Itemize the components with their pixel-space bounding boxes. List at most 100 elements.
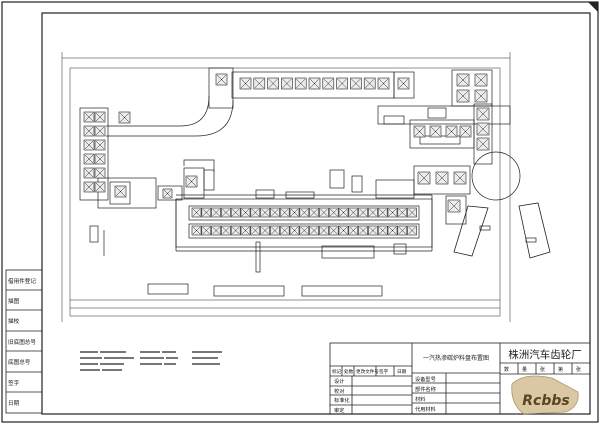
- tray-cell-mark: [251, 208, 259, 217]
- sheet-label-4: 张: [576, 366, 581, 373]
- tray-cell-mark: [84, 126, 94, 136]
- tray-cell-mark: [202, 226, 210, 235]
- tray-cell-mark: [337, 78, 347, 89]
- tray-cell-mark: [351, 78, 361, 89]
- tray-cell-mark: [202, 208, 210, 217]
- tray-cell-mark: [119, 112, 130, 123]
- tray-cell-mark: [436, 172, 448, 184]
- tray-cell-mark: [339, 226, 348, 235]
- tray-cell-mark: [339, 208, 348, 217]
- material-row-1: 部件名称: [415, 385, 436, 393]
- tray-cell-mark: [232, 208, 240, 217]
- tray-cell-mark: [261, 208, 269, 217]
- tray-cell-mark: [320, 208, 328, 217]
- tray-cell-mark: [115, 186, 126, 197]
- side-cell-1: 描图: [8, 297, 20, 305]
- tray-cell-mark: [290, 226, 299, 235]
- tray-cell-mark: [212, 226, 220, 235]
- tray-cell-mark: [477, 108, 489, 120]
- rev-header-4: 日期: [397, 369, 407, 375]
- side-cell-0: 借用件登记: [8, 277, 36, 285]
- tray-cell-mark: [359, 208, 367, 217]
- tray-cell-mark: [310, 226, 318, 235]
- tray-cell-mark: [418, 172, 430, 184]
- tray-cell-mark: [388, 226, 397, 235]
- tray-cell-mark: [84, 182, 94, 192]
- material-row-3: 代用材料: [415, 405, 436, 413]
- tray-cell-mark: [379, 208, 387, 217]
- watermark-text: Rcbbs: [522, 393, 569, 409]
- tray-cell-mark: [282, 78, 292, 89]
- tray-cell-mark: [261, 226, 269, 235]
- rev-header-0: 标记: [332, 368, 342, 375]
- tray-cell-mark: [369, 226, 377, 235]
- tray-cell-mark: [330, 226, 338, 235]
- tray-cell-mark: [271, 226, 279, 235]
- tray-cell-mark: [414, 126, 425, 137]
- tray-cells: [83, 73, 490, 236]
- tray-cell-mark: [448, 200, 460, 212]
- tray-cell-mark: [222, 208, 230, 217]
- tray-cell-mark: [296, 78, 306, 89]
- tray-cell-mark: [460, 126, 471, 137]
- tray-cell-mark: [222, 226, 230, 235]
- signoff-0: 设计: [334, 377, 344, 385]
- tray-cell-mark: [330, 208, 338, 217]
- tray-cell-mark: [310, 208, 318, 217]
- tray-cell-mark: [186, 176, 197, 187]
- tray-cell-mark: [349, 208, 357, 217]
- tray-cell-mark: [388, 208, 397, 217]
- material-row-0: 设备型号: [415, 375, 436, 383]
- inner-frame: [41, 12, 591, 415]
- tray-cell-mark: [95, 168, 105, 178]
- tray-cell-mark: [477, 123, 489, 135]
- company-name: 株洲汽车齿轮厂: [508, 348, 582, 361]
- tray-cell-mark: [300, 208, 308, 217]
- material-row-2: 材料: [415, 395, 425, 403]
- tray-cell-mark: [95, 154, 105, 164]
- rev-header-2: 更改文件号: [356, 368, 379, 375]
- tray-cell-mark: [309, 78, 320, 89]
- tray-cell-mark: [475, 90, 487, 102]
- tray-cell-mark: [163, 189, 172, 198]
- signoff-3: 审定: [334, 406, 344, 414]
- tray-cell-mark: [95, 140, 105, 150]
- tray-cell-mark: [369, 208, 377, 217]
- tray-cell-mark: [359, 226, 367, 235]
- tray-cell-mark: [232, 226, 240, 235]
- tray-cell-mark: [457, 90, 469, 102]
- layout-plan: [61, 52, 551, 322]
- tray-cell-mark: [457, 74, 469, 86]
- tray-cell-mark: [254, 78, 264, 89]
- tray-cell-mark: [84, 140, 94, 150]
- tray-cell-mark: [290, 208, 299, 217]
- tray-cell-mark: [241, 226, 250, 235]
- tray-cell-mark: [192, 208, 201, 217]
- signoff-1: 校对: [334, 387, 344, 395]
- watermark-badge: Rcbbs: [511, 375, 579, 415]
- tray-cell-mark: [281, 208, 289, 217]
- tray-cell-mark: [95, 126, 105, 136]
- side-cell-6: 日期: [8, 400, 20, 407]
- drawing-title: 一汽热渗碳炉料盘布置图: [423, 354, 489, 362]
- tray-cell-mark: [192, 226, 201, 235]
- tray-cell-mark: [281, 226, 289, 235]
- sheet-label-0: 数: [504, 366, 509, 373]
- tray-cell-mark: [365, 78, 375, 89]
- tray-cell-mark: [241, 208, 250, 217]
- tray-cell-mark: [446, 126, 457, 137]
- tray-cell-mark: [84, 112, 94, 122]
- tray-cell-mark: [84, 154, 94, 164]
- tray-cell-mark: [408, 226, 416, 235]
- tray-cell-mark: [398, 208, 406, 217]
- rev-header-3: 签字: [379, 368, 389, 375]
- title-block: [329, 342, 591, 415]
- tray-cell-mark: [398, 78, 409, 89]
- rev-header-1: 处数: [344, 368, 354, 375]
- tray-cell-mark: [398, 226, 406, 235]
- tray-cell-mark: [240, 78, 251, 89]
- tray-cell-mark: [454, 172, 466, 184]
- tray-cell-mark: [268, 78, 278, 89]
